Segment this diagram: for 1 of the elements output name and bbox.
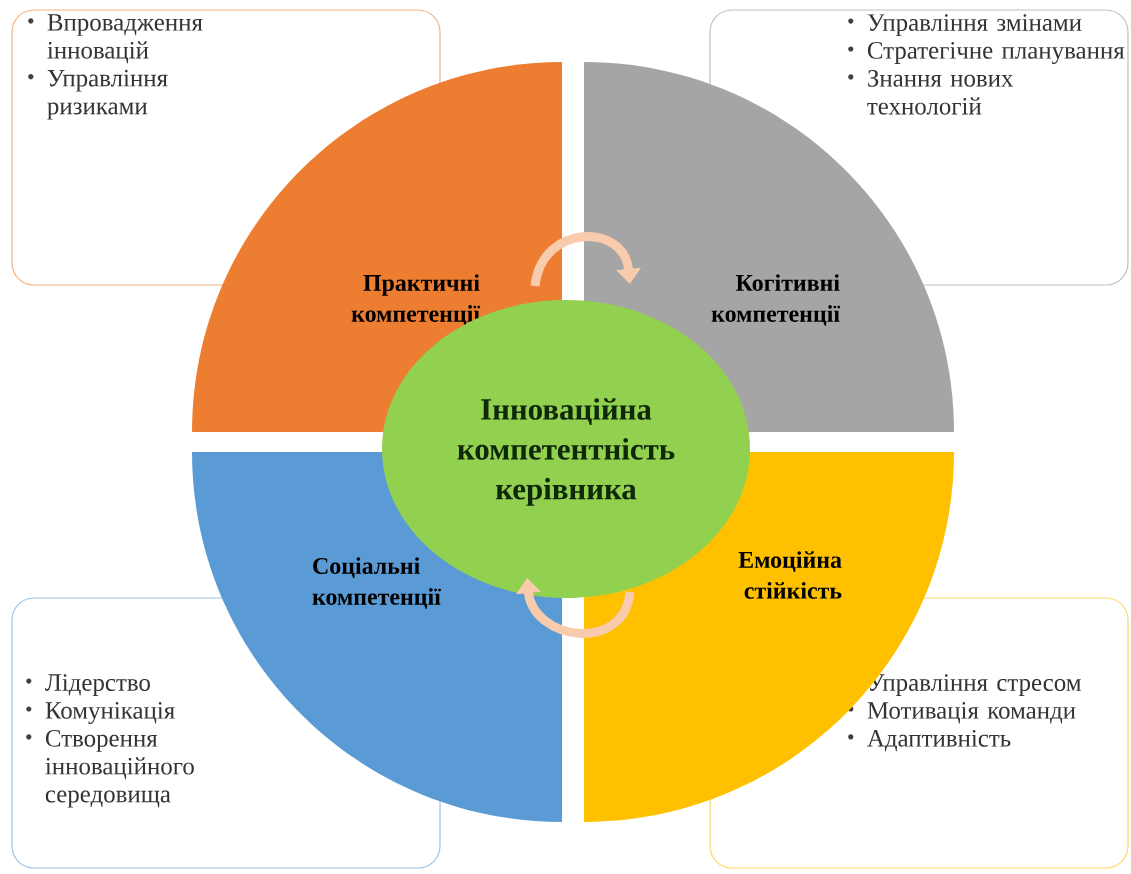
curved-arrow bbox=[530, 232, 641, 287]
